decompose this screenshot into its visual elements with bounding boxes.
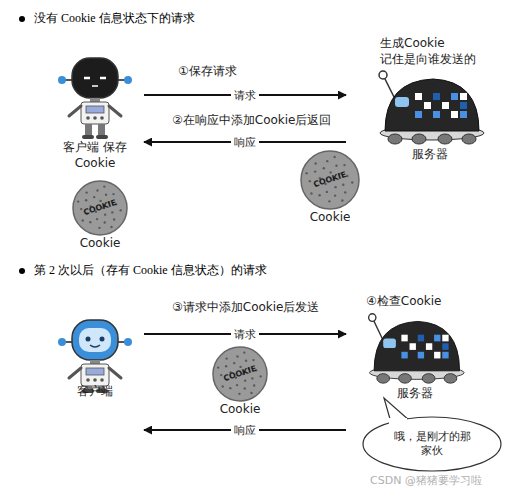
node-label: 服务器 [397, 386, 433, 402]
server-note: 生成Cookie 记住是向谁发送的 [380, 36, 480, 67]
client-robot: 客户端 [50, 312, 140, 400]
figure: COOKIE [300, 150, 360, 210]
section-heading: 第 2 次以后（存有 Cookie 信息状态）的请求 [34, 262, 267, 279]
cookie-icon: COOKIECookie [295, 150, 365, 226]
node-label: 客户端 保存Cookie [50, 140, 140, 171]
server-note: ④检查Cookie [366, 294, 442, 310]
cookie-print: COOKIE [205, 339, 276, 410]
bullet-dot [19, 268, 25, 274]
robot-drawing [55, 312, 135, 384]
edge-label: 响应 [231, 423, 259, 438]
cookie-label: Cookie [220, 402, 261, 418]
figure: COOKIE [72, 180, 128, 236]
cookie-print: COOKIE [292, 142, 368, 218]
edge-label: 响应 [231, 135, 259, 150]
server-robot: 生成Cookie 记住是向谁发送的服务器 [350, 36, 510, 163]
cookie-label: Cookie [310, 210, 351, 226]
robot-drawing [55, 50, 135, 140]
cookie-label: Cookie [80, 236, 121, 252]
edge-label: 请求 [231, 327, 259, 342]
node-label: 服务器 [412, 147, 448, 163]
node-label: 客户端 [77, 384, 113, 400]
server-robot: ④检查Cookie 服务器 [350, 294, 480, 401]
section-heading: 没有 Cookie 信息状态下的请求 [34, 10, 195, 27]
watermark: CSDN @猪猪要学习啦 [370, 474, 482, 488]
bubble-text: 哦，是刚才的那家伙 [390, 430, 474, 459]
speech-bubble: 哦，是刚才的那家伙 [362, 416, 502, 472]
server-drawing [375, 67, 485, 147]
cookie-icon: COOKIECookie [65, 180, 135, 252]
step-note: ②在响应中添加Cookie后返回 [172, 113, 332, 129]
client-robot: 客户端 保存Cookie [50, 50, 140, 171]
step-note: ③请求中添加Cookie后发送 [172, 300, 320, 316]
cookie-icon: COOKIECookie [205, 346, 275, 418]
figure [55, 312, 135, 384]
figure: COOKIE [212, 346, 268, 402]
bullet-dot [19, 16, 25, 22]
server-drawing [365, 310, 465, 386]
cookie-print: COOKIE [65, 173, 136, 244]
figure [365, 310, 465, 386]
figure [55, 50, 135, 140]
edge-label: 请求 [231, 88, 259, 103]
step-note: ①保存请求 [178, 64, 237, 80]
figure [375, 67, 485, 147]
